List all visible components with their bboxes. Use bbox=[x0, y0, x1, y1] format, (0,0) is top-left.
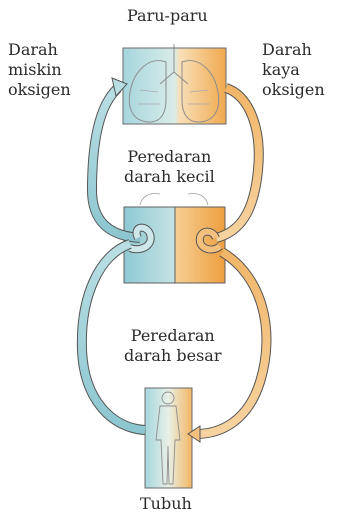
lungs-icon bbox=[122, 44, 227, 125]
body-label: Tubuh bbox=[140, 494, 192, 513]
rich-oxygen-label: Darah kaya oksigen bbox=[262, 40, 325, 99]
arrowhead-into-body bbox=[187, 425, 201, 443]
lungs-label: Paru-paru bbox=[127, 6, 208, 25]
human-body-icon bbox=[144, 387, 193, 489]
arrowhead-into-lungs bbox=[111, 77, 128, 98]
small-circulation-label: Peredaran darah kecil bbox=[124, 147, 215, 186]
poor-oxygen-label: Darah miskin oksigen bbox=[8, 40, 71, 99]
large-circulation-label: Peredaran darah besar bbox=[124, 326, 222, 365]
